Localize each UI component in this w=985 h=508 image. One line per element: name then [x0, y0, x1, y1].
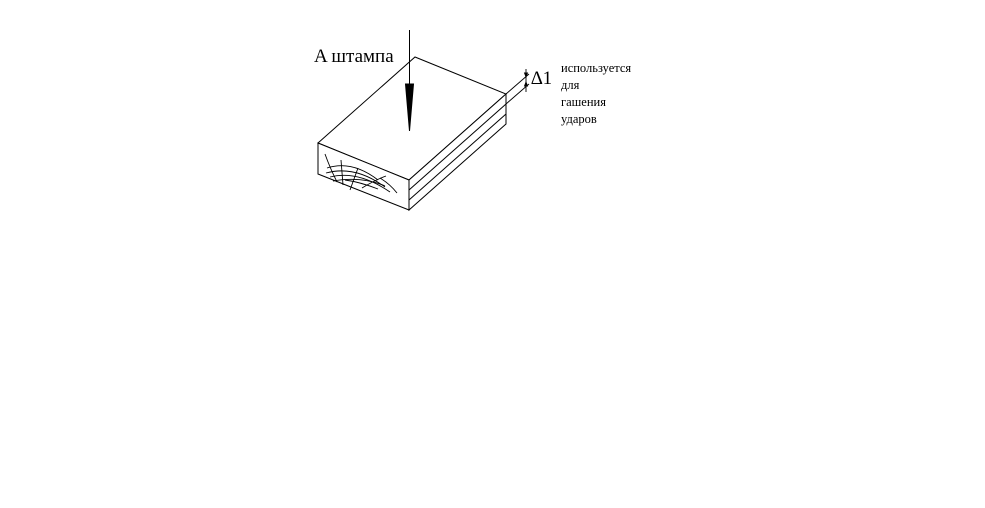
note-line: используется — [561, 61, 632, 75]
delta-label: ∆1 — [531, 68, 553, 89]
wood-grain — [324, 153, 398, 194]
delta-dimension — [505, 69, 530, 105]
note-line: гашения — [561, 95, 606, 109]
force-label: A штампа — [314, 46, 394, 67]
block-layer-lines — [408, 103, 507, 201]
note-text: используется для гашения ударов — [561, 60, 631, 128]
note-line: для — [561, 78, 580, 92]
note-line: ударов — [561, 112, 597, 126]
force-arrow — [404, 30, 415, 132]
